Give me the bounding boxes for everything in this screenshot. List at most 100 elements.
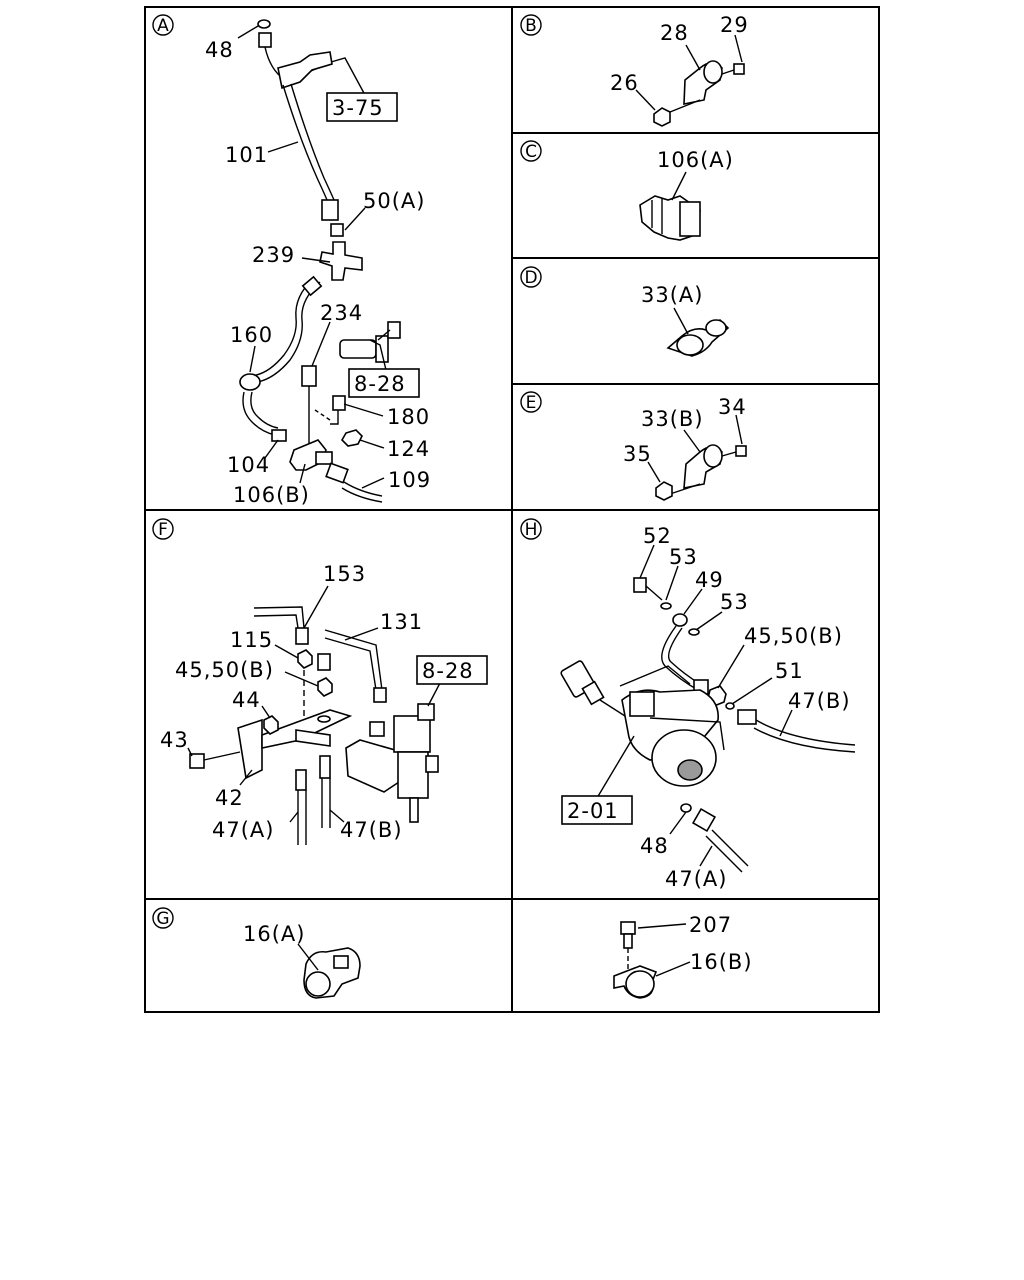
hose-bracket — [277, 51, 333, 90]
callout-f-153: 153 — [323, 562, 366, 586]
hose-109-a — [343, 481, 383, 497]
ref-box-3-75 — [326, 92, 398, 122]
valve-solenoid — [393, 715, 431, 753]
callout-a-160: 160 — [230, 323, 273, 347]
callout-c-106a: 106(A) — [657, 148, 734, 172]
panel-letter-a: A — [152, 14, 174, 36]
callout-a-106b: 106(B) — [233, 483, 310, 507]
clip-33b-axis — [669, 483, 701, 495]
panel-d-drawing — [666, 307, 730, 357]
callout-h-53b: 53 — [720, 590, 749, 614]
callout-h-2-01: 2-01 — [567, 799, 619, 823]
callout-h-49: 49 — [695, 568, 724, 592]
valve-body — [397, 751, 429, 799]
tee-239 — [319, 241, 363, 281]
panel-letter-c-text: C — [525, 142, 537, 162]
h-hose-47a-a — [711, 829, 749, 867]
callout-f-4550b: 45,50(B) — [175, 658, 274, 682]
leader-f-47a — [289, 811, 299, 823]
switch-234-cap — [375, 335, 389, 363]
callout-a-109: 109 — [388, 468, 431, 492]
bolt-34-shank — [721, 451, 737, 457]
bolt-207-head — [620, 921, 636, 935]
callout-gh-207: 207 — [689, 913, 732, 937]
h-hose-47a-fitting — [691, 807, 717, 833]
h-cable — [599, 699, 626, 717]
panel-letter-a-text: A — [157, 16, 169, 36]
hose-109-fitting — [325, 462, 349, 484]
leader-b-28 — [685, 44, 701, 71]
switch-234-connector — [387, 321, 401, 339]
ref-box-8-28-a — [348, 368, 420, 398]
clip-28-axis — [669, 99, 701, 113]
callout-f-42: 42 — [215, 786, 244, 810]
leader-f-131 — [344, 627, 379, 641]
callout-b-29: 29 — [720, 13, 749, 37]
leader-f-153 — [303, 585, 329, 629]
valve-connector — [417, 703, 435, 721]
leader-h-4550b — [717, 644, 745, 689]
bolt-29-shank — [721, 69, 735, 75]
callout-a-48: 48 — [205, 38, 234, 62]
callout-f-43: 43 — [160, 728, 189, 752]
callout-d-33a: 33(A) — [641, 283, 703, 307]
panel-letter-b: B — [520, 14, 542, 36]
fitting-106a-hex — [679, 201, 701, 237]
nut-44 — [263, 715, 279, 735]
ref-box-2-01 — [561, 795, 633, 825]
leader-h-2-01 — [596, 735, 635, 799]
leader-h-47b — [779, 709, 793, 737]
callout-e-35: 35 — [623, 442, 652, 466]
pipe-160-a — [257, 281, 321, 383]
valve-fitting — [369, 721, 385, 737]
pipe-160-nut — [301, 275, 323, 297]
leader-f-43 — [187, 747, 193, 757]
leader-h-51 — [731, 677, 773, 705]
panel-letter-e-text: E — [526, 393, 537, 413]
hose-101-line1 — [282, 84, 328, 201]
washer-53-a — [660, 602, 672, 610]
pipe-131-b — [324, 637, 377, 691]
panel-letter-f: F — [152, 518, 174, 540]
pipe-153-b — [253, 614, 299, 629]
pipe-131-a — [324, 629, 383, 691]
callout-a-234: 234 — [320, 301, 363, 325]
callout-a-50a: 50(A) — [363, 189, 425, 213]
hose-109-b — [341, 487, 383, 503]
callout-f-8-28: 8-28 — [422, 659, 474, 683]
callout-f-44: 44 — [232, 688, 261, 712]
panel-letter-b-text: B — [525, 16, 537, 36]
h-pipe-a — [661, 625, 699, 691]
bracket-42-tab — [295, 729, 331, 747]
pump-port — [629, 691, 655, 717]
panel-letter-d: D — [520, 266, 542, 288]
leader-h-49 — [683, 588, 703, 615]
h-hose-47a-b — [705, 835, 743, 873]
callout-b-26: 26 — [610, 71, 639, 95]
panel-b-drawing — [635, 34, 745, 127]
plug-180-dash — [314, 409, 331, 421]
callout-h-52: 52 — [643, 524, 672, 548]
panel-frame — [144, 6, 880, 1013]
callout-a-3-75: 3-75 — [332, 96, 384, 120]
bolt-34-head — [735, 445, 747, 457]
leader-f-8-28 — [427, 682, 441, 707]
nut-26 — [653, 107, 671, 127]
eye-bolt-49 — [672, 613, 688, 627]
bolt-43-shank — [203, 751, 241, 761]
callout-f-131: 131 — [380, 610, 423, 634]
leader-h-48 — [669, 811, 687, 835]
h-hose-47b-a — [755, 719, 856, 746]
leader-g-16a — [297, 943, 319, 971]
pipe-131-nut-left — [317, 653, 331, 671]
hose-47b-fitting — [319, 755, 331, 779]
leader-f-47b — [329, 809, 345, 823]
callout-e-34: 34 — [718, 395, 747, 419]
panel-letter-h: H — [520, 518, 542, 540]
bolt-52-shank — [645, 585, 663, 601]
nut-124 — [341, 429, 363, 447]
leader-f-42 — [239, 769, 253, 786]
panel-f-drawing — [187, 585, 441, 845]
leader-e-35 — [647, 461, 661, 483]
clip-16b-loop — [625, 970, 655, 998]
